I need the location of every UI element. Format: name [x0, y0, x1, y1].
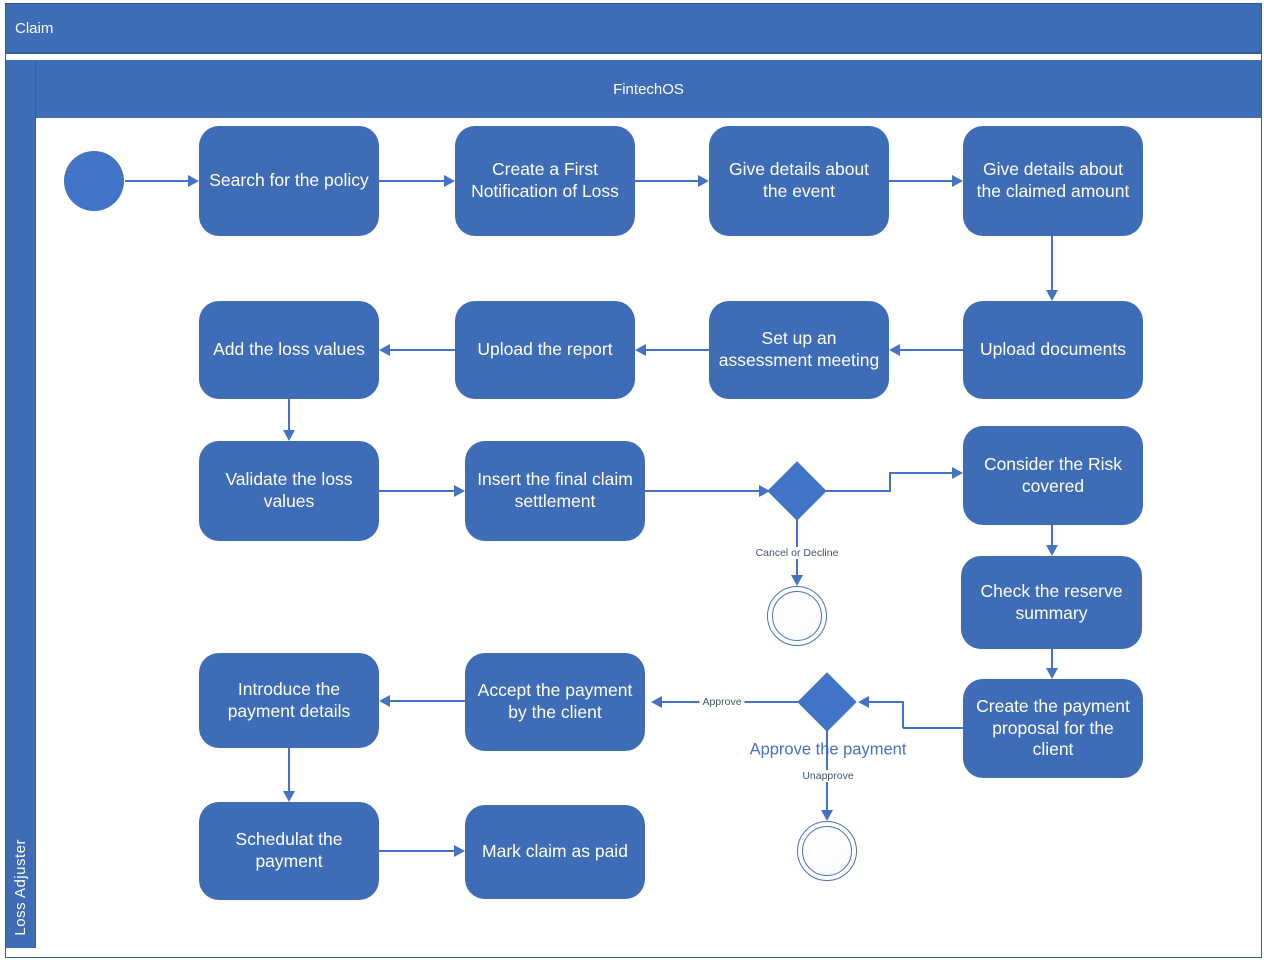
arrowhead	[454, 845, 465, 857]
connector-decision-to-end-cancel	[796, 516, 798, 577]
flow-node-label: Set up an assessment meeting	[718, 328, 880, 370]
arrowhead	[889, 344, 900, 356]
flow-node-give-event-details: Give details about the event	[709, 126, 889, 236]
arrowhead	[188, 175, 199, 187]
arrowhead	[283, 791, 295, 802]
connector-proposal-to-approve-decision	[902, 701, 904, 728]
connector-risk-to-reserve	[1051, 525, 1053, 547]
connector-proposal-to-approve-decision	[903, 727, 963, 729]
flow-node-search-policy: Search for the policy	[199, 126, 379, 236]
decision-title-approve-the-payment: Approve the payment	[749, 740, 907, 759]
flow-node-consider-risk-covered: Consider the Risk covered	[963, 426, 1143, 525]
arrowhead	[651, 696, 662, 708]
flow-node-label: Create the payment proposal for the clie…	[976, 695, 1130, 760]
connector-start-to-search	[125, 180, 189, 182]
flow-node-setup-assessment-meeting: Set up an assessment meeting	[709, 301, 889, 399]
arrowhead	[1046, 545, 1058, 556]
flow-node-label: Schedulat the payment	[235, 829, 343, 871]
swimlane-role-bar: Loss Adjuster	[6, 60, 36, 948]
arrowhead	[283, 430, 295, 441]
flow-node-label: Insert the final claim settlement	[477, 469, 633, 511]
flow-node-create-fnol: Create a First Notification of Loss	[455, 126, 635, 236]
flow-node-introduce-payment-details: Introduce the payment details	[199, 653, 379, 748]
end-node-cancel-decline	[767, 586, 827, 646]
connector-event-to-amount	[889, 180, 953, 182]
flow-node-label: Check the reserve summary	[980, 580, 1123, 623]
swimlane-role-label: Loss Adjuster	[12, 839, 29, 936]
arrowhead	[698, 175, 709, 187]
connector-decision-to-risk	[889, 472, 952, 474]
connector-proposal-to-approve-decision	[869, 701, 904, 703]
flow-node-label: Give details about the claimed amount	[976, 159, 1130, 201]
flow-node-label: Upload the report	[477, 339, 613, 360]
arrowhead	[858, 696, 869, 708]
flow-node-label: Introduce the payment details	[227, 678, 351, 721]
flow-node-accept-payment: Accept the payment by the client	[465, 653, 645, 751]
flow-node-mark-claim-paid: Mark claim as paid	[465, 805, 645, 899]
flow-node-label: Mark claim as paid	[482, 841, 628, 862]
flow-node-schedule-payment: Schedulat the payment	[199, 802, 379, 900]
phase-header-bar: FintechOS	[36, 60, 1261, 118]
arrowhead	[379, 344, 390, 356]
arrowhead	[952, 175, 963, 187]
connector-meeting-to-report	[646, 349, 709, 351]
flow-node-check-reserve-summary: Check the reserve summary	[961, 556, 1142, 649]
connector-add-loss-to-validate	[288, 399, 290, 431]
phase-header-label: FintechOS	[613, 80, 684, 98]
arrowhead	[454, 485, 465, 497]
connector-label-cancel-or-decline: Cancel or Decline	[752, 547, 842, 559]
flow-node-label: Give details about the event	[728, 159, 870, 201]
arrowhead	[635, 344, 646, 356]
flow-node-label: Create a First Notification of Loss	[471, 159, 619, 201]
end-node-unapprove	[797, 821, 857, 881]
arrowhead	[444, 175, 455, 187]
flow-node-insert-final-settlement: Insert the final claim settlement	[465, 441, 645, 541]
flow-node-give-claimed-amount: Give details about the claimed amount	[963, 126, 1143, 236]
connector-unapprove-to-end	[826, 727, 828, 812]
start-node	[64, 151, 124, 211]
connector-report-to-add-loss	[390, 349, 455, 351]
end-node-inner-ring	[802, 826, 852, 876]
connector-accept-to-introduce	[390, 700, 465, 702]
flow-node-label: Upload documents	[980, 339, 1126, 360]
arrowhead	[1046, 668, 1058, 679]
arrowhead	[791, 575, 803, 586]
flow-node-label: Consider the Risk covered	[983, 453, 1123, 496]
arrowhead	[759, 485, 770, 497]
connector-search-to-fnol	[379, 180, 445, 182]
connector-reserve-to-proposal	[1051, 649, 1053, 670]
diagram-title-bar: Claim	[6, 4, 1261, 54]
flow-node-label: Accept the payment by the client	[477, 680, 633, 722]
diagram-title: Claim	[15, 19, 54, 37]
connector-docs-to-meeting	[900, 349, 963, 351]
connector-introduce-to-schedule	[288, 748, 290, 793]
flow-node-upload-report: Upload the report	[455, 301, 635, 399]
flow-node-label: Search for the policy	[209, 170, 369, 191]
connector-decision-to-risk	[826, 490, 891, 492]
arrowhead	[821, 810, 833, 821]
flow-node-validate-loss-values: Validate the loss values	[199, 441, 379, 541]
connector-label-unapprove: Unapprove	[799, 770, 857, 782]
connector-amount-to-upload-docs	[1051, 236, 1053, 291]
arrowhead	[1046, 290, 1058, 301]
flow-node-create-payment-proposal: Create the payment proposal for the clie…	[963, 679, 1143, 778]
connector-validate-to-insert	[379, 490, 454, 492]
connector-label-approve: Approve	[699, 696, 745, 708]
connector-fnol-to-event	[635, 180, 699, 182]
flow-node-add-loss-values: Add the loss values	[199, 301, 379, 399]
connector-insert-to-decision	[645, 490, 759, 492]
flow-node-label: Validate the loss values	[225, 469, 353, 511]
connector-decision-to-risk	[889, 472, 891, 492]
flow-node-label: Add the loss values	[213, 339, 365, 360]
flow-node-upload-documents: Upload documents	[963, 301, 1143, 399]
arrowhead	[379, 695, 390, 707]
connector-schedule-to-paid	[379, 850, 454, 852]
end-node-inner-ring	[772, 591, 822, 641]
arrowhead	[952, 467, 963, 479]
